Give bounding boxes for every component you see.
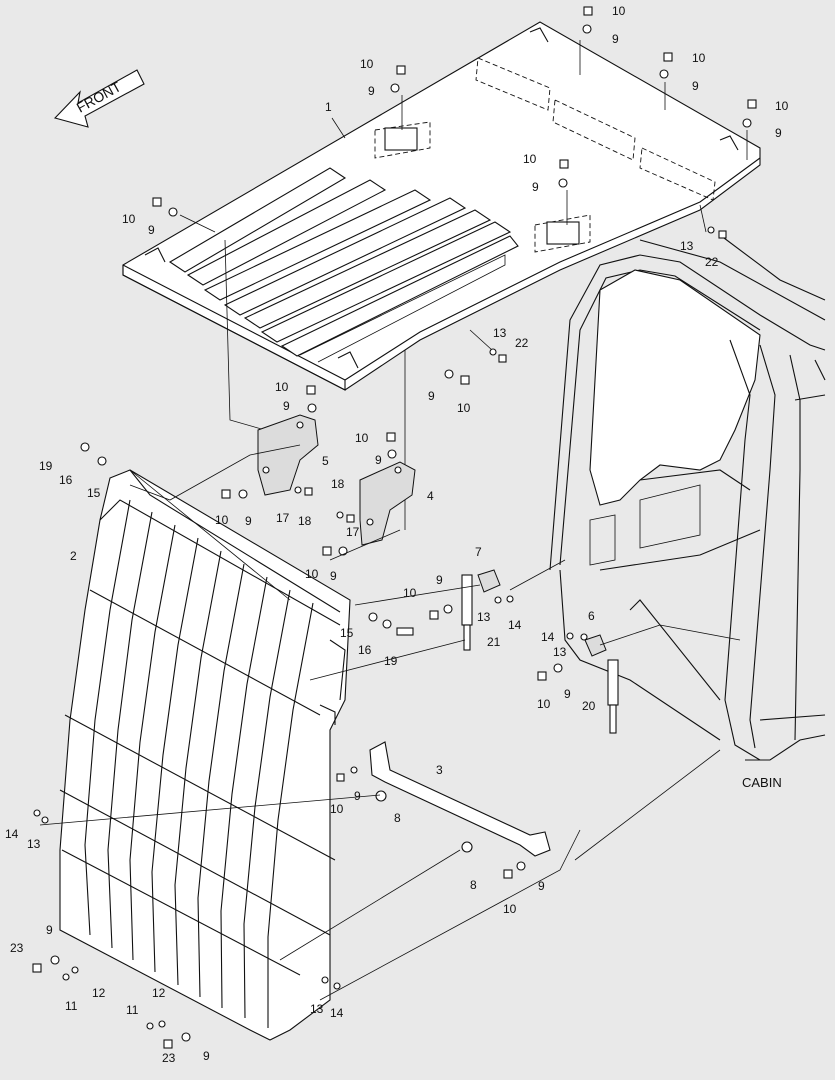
callout-9: 9	[538, 879, 545, 893]
callout-9: 9	[368, 84, 375, 98]
callout-1: 1	[325, 100, 332, 114]
callout-9: 9	[148, 223, 155, 237]
callout-14: 14	[541, 630, 555, 644]
callout-9: 9	[428, 389, 435, 403]
callout-13: 13	[477, 610, 491, 624]
callout-10: 10	[360, 57, 374, 71]
callout-10: 10	[503, 902, 517, 916]
callout-9: 9	[532, 180, 539, 194]
callout-9: 9	[564, 687, 571, 701]
callout-22: 22	[515, 336, 529, 350]
callout-9: 9	[375, 453, 382, 467]
callout-9: 9	[245, 514, 252, 528]
cabin-frame: CABIN	[549, 234, 826, 790]
callout-2: 2	[70, 549, 77, 563]
callout-21: 21	[487, 635, 501, 649]
callout-17: 17	[346, 525, 360, 539]
callout-14: 14	[508, 618, 522, 632]
callout-10: 10	[275, 380, 289, 394]
callout-8: 8	[470, 878, 477, 892]
callout-10: 10	[330, 802, 344, 816]
callout-11: 11	[65, 999, 78, 1013]
fasteners	[32, 6, 757, 1049]
callout-10: 10	[122, 212, 136, 226]
callout-labels: 10 9 10 9 10 9 10 9 1 10 9 10 9 13 22 13…	[5, 4, 789, 1065]
callout-9: 9	[330, 569, 337, 583]
callout-18: 18	[331, 477, 345, 491]
front-arrow: FRONT	[53, 69, 145, 128]
callout-12: 12	[152, 986, 166, 1000]
callout-9: 9	[203, 1049, 210, 1063]
hinge-bracket-6	[584, 634, 607, 657]
callout-13: 13	[493, 326, 507, 340]
callout-11: 11	[126, 1003, 139, 1017]
callout-15: 15	[340, 626, 354, 640]
callout-17: 17	[276, 511, 290, 525]
callout-6: 6	[588, 609, 595, 623]
callout-9: 9	[283, 399, 290, 413]
bracket-4	[359, 461, 416, 546]
callout-12: 12	[92, 986, 106, 1000]
callout-9: 9	[436, 573, 443, 587]
front-guard-grille	[59, 469, 351, 1041]
callout-14: 14	[5, 827, 19, 841]
callout-13: 13	[553, 645, 567, 659]
callout-10: 10	[403, 586, 417, 600]
callout-10: 10	[457, 401, 471, 415]
callout-18: 18	[298, 514, 312, 528]
gas-spring-20	[607, 659, 619, 734]
gas-spring-21	[461, 574, 473, 651]
callout-10: 10	[355, 431, 369, 445]
callout-20: 20	[582, 699, 596, 713]
callout-15: 15	[87, 486, 101, 500]
cabin-label: CABIN	[742, 775, 782, 790]
callout-10: 10	[692, 51, 706, 65]
callout-3: 3	[436, 763, 443, 777]
callout-16: 16	[358, 643, 372, 657]
callout-10: 10	[215, 513, 229, 527]
bracket-5	[257, 414, 319, 496]
callout-10: 10	[775, 99, 789, 113]
callout-13: 13	[310, 1002, 324, 1016]
callout-19: 19	[384, 654, 398, 668]
callout-9: 9	[692, 79, 699, 93]
callout-5: 5	[322, 454, 329, 468]
callout-8: 8	[394, 811, 401, 825]
leader-lines-lower	[39, 444, 741, 1001]
stay-bar	[369, 741, 551, 857]
callout-10: 10	[523, 152, 537, 166]
callout-7: 7	[475, 545, 482, 559]
callout-23: 23	[10, 941, 24, 955]
callout-9: 9	[46, 923, 53, 937]
callout-13: 13	[680, 239, 694, 253]
callout-19: 19	[39, 459, 53, 473]
callout-9: 9	[775, 126, 782, 140]
callout-16: 16	[59, 473, 73, 487]
hinge-bracket-7	[477, 569, 501, 593]
roof-guard-panel	[122, 21, 761, 391]
callout-13: 13	[27, 837, 41, 851]
callout-10: 10	[305, 567, 319, 581]
callout-22: 22	[705, 255, 719, 269]
callout-9: 9	[612, 32, 619, 46]
callout-10: 10	[612, 4, 626, 18]
callout-4: 4	[427, 489, 434, 503]
callout-23: 23	[162, 1051, 176, 1065]
callout-9: 9	[354, 789, 361, 803]
callout-14: 14	[330, 1006, 344, 1020]
callout-10: 10	[537, 697, 551, 711]
leader-lines	[179, 40, 748, 530]
